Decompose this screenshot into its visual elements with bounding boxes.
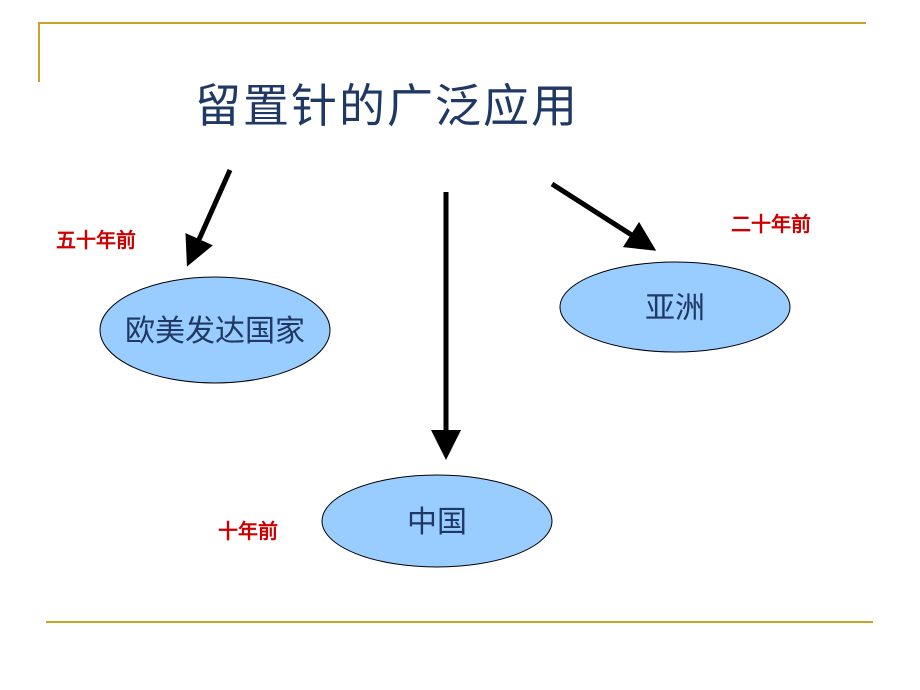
frame-line-top [38, 22, 866, 24]
node-west-ellipse [99, 276, 331, 384]
node-china-ellipse [321, 474, 553, 568]
time-label-asia: 二十年前 [731, 212, 811, 236]
node-west-label: 欧美发达国家 [125, 314, 305, 349]
node-west: 欧美发达国家 [99, 276, 331, 384]
node-asia-label: 亚洲 [645, 291, 705, 326]
arrow-to-west [185, 168, 233, 267]
node-china: 中国 [321, 474, 553, 568]
node-asia: 亚洲 [559, 261, 791, 353]
time-label-west: 五十年前 [56, 228, 136, 252]
frame-line-bottom [46, 621, 873, 623]
time-label-china: 十年前 [218, 519, 278, 543]
frame-line-left [38, 22, 40, 82]
node-china-label: 中国 [407, 505, 467, 540]
slide-title: 留置针的广泛应用 [195, 79, 579, 133]
arrow-to-asia [550, 181, 657, 251]
node-asia-ellipse [559, 261, 791, 353]
